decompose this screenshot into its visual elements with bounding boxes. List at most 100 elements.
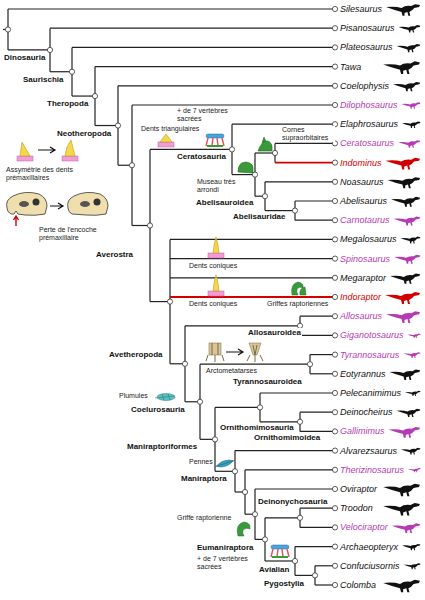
claw-symbol	[292, 282, 306, 295]
skull	[7, 192, 47, 226]
arrow	[38, 147, 55, 153]
silhouette-shape	[390, 369, 421, 379]
tooth-symbol	[208, 275, 224, 296]
branch	[72, 47, 335, 48]
clade-name: Eumaniraptora	[196, 543, 254, 552]
node-dot	[332, 256, 337, 261]
taxon-name: Alvarezsaurus	[340, 445, 397, 457]
character-label: Dents coniques	[188, 262, 238, 270]
taxon-name: Deinocheirus	[340, 406, 393, 418]
branch	[50, 28, 335, 29]
silhouette	[398, 140, 420, 148]
branch	[170, 239, 335, 240]
clade-name: Ceratosauria	[176, 152, 227, 161]
character-label: Perte de l'encoche prémaxillaire	[38, 226, 112, 242]
branch	[8, 8, 335, 9]
node-dot	[252, 512, 257, 517]
node-dot	[257, 405, 262, 410]
taxon-name: Eotyrannus	[340, 368, 386, 380]
node-dot	[332, 45, 337, 50]
clade-name: Pygostylia	[263, 579, 305, 588]
node-dot	[47, 47, 52, 52]
silhouette-shape	[408, 468, 421, 472]
node-dot	[332, 83, 337, 88]
silhouette	[405, 391, 421, 396]
silhouette-shape	[383, 61, 420, 74]
character-label: Plumules	[118, 392, 149, 400]
feather-symbol	[214, 458, 235, 469]
silhouette	[386, 158, 420, 170]
taxon-name: Dilophosaurus	[340, 99, 398, 111]
node-dot	[147, 223, 152, 228]
silhouette	[402, 544, 420, 550]
node-dot	[332, 198, 337, 203]
clade-name: Ornithomimoidea	[253, 433, 321, 442]
branch	[295, 575, 315, 576]
node-dot	[332, 371, 337, 376]
node-dot	[292, 208, 297, 213]
silhouette	[386, 4, 420, 16]
silhouette	[390, 273, 420, 283]
branch	[300, 508, 335, 509]
branch	[315, 584, 335, 585]
taxon-name: Oviraptor	[340, 483, 377, 495]
node-dot	[292, 558, 297, 563]
node-dot	[212, 437, 217, 442]
character-label: Griffe raptorienne	[176, 514, 232, 522]
branch	[300, 335, 335, 336]
node-dot	[332, 333, 337, 338]
node-dot	[332, 525, 337, 530]
node-dot	[332, 237, 337, 242]
node-dot	[332, 6, 337, 11]
branch	[215, 471, 235, 472]
branch	[260, 392, 335, 393]
taxon-name: Allosaurus	[340, 310, 382, 322]
silhouette-shape	[386, 4, 420, 16]
silhouette-shape	[404, 563, 421, 569]
clade-name: Abelisauroidea	[195, 198, 254, 207]
node-dot	[92, 93, 97, 98]
horn-symbol	[258, 137, 272, 151]
clade-name: Theropoda	[46, 99, 89, 108]
branch	[170, 296, 335, 298]
tooth-symbol	[208, 237, 224, 258]
taxon-name: Pelecanimimus	[340, 387, 401, 399]
branch	[232, 124, 335, 125]
taxon-name: Velociraptor	[340, 521, 388, 533]
node-dot	[312, 573, 317, 578]
node-dot	[229, 147, 234, 152]
taxon-name: Gallimimus	[340, 425, 385, 437]
branch	[185, 325, 300, 326]
silhouette-shape	[394, 255, 420, 264]
silhouette	[402, 102, 421, 108]
taxon-name: Confuciusornis	[340, 560, 400, 572]
silhouette	[404, 563, 421, 569]
node-dot	[297, 515, 302, 520]
character-label: Assymétrie des dents prémaxillaires	[5, 166, 93, 182]
silhouette	[401, 448, 420, 455]
taxon-name: Silesaurus	[340, 3, 382, 15]
clade-name: Maniraptoriformes	[126, 442, 198, 451]
character-label: Dents triangulaires	[140, 125, 200, 133]
branch	[300, 527, 335, 528]
node-dot	[332, 102, 337, 107]
taxon-name: Coelophysis	[340, 80, 389, 92]
node-dot	[332, 429, 337, 434]
branch	[150, 301, 170, 302]
clade-name: Avialian	[258, 565, 290, 574]
clade-name: Neotheropoda	[56, 129, 112, 138]
silhouette	[408, 334, 421, 338]
branch	[72, 95, 95, 96]
branch	[170, 277, 335, 278]
taxon-name: Troodon	[340, 502, 373, 514]
branch	[265, 560, 295, 561]
silhouette	[394, 216, 421, 225]
silhouette	[392, 523, 420, 533]
silhouette	[403, 352, 420, 358]
silhouette-shape	[390, 273, 420, 283]
taxon-name: Indominus	[340, 157, 382, 169]
taxon-name: Megaraptor	[340, 272, 386, 284]
clade-name: Maniraptora	[180, 474, 228, 483]
vertebra-symbol	[206, 134, 224, 146]
node-dot	[332, 544, 337, 549]
